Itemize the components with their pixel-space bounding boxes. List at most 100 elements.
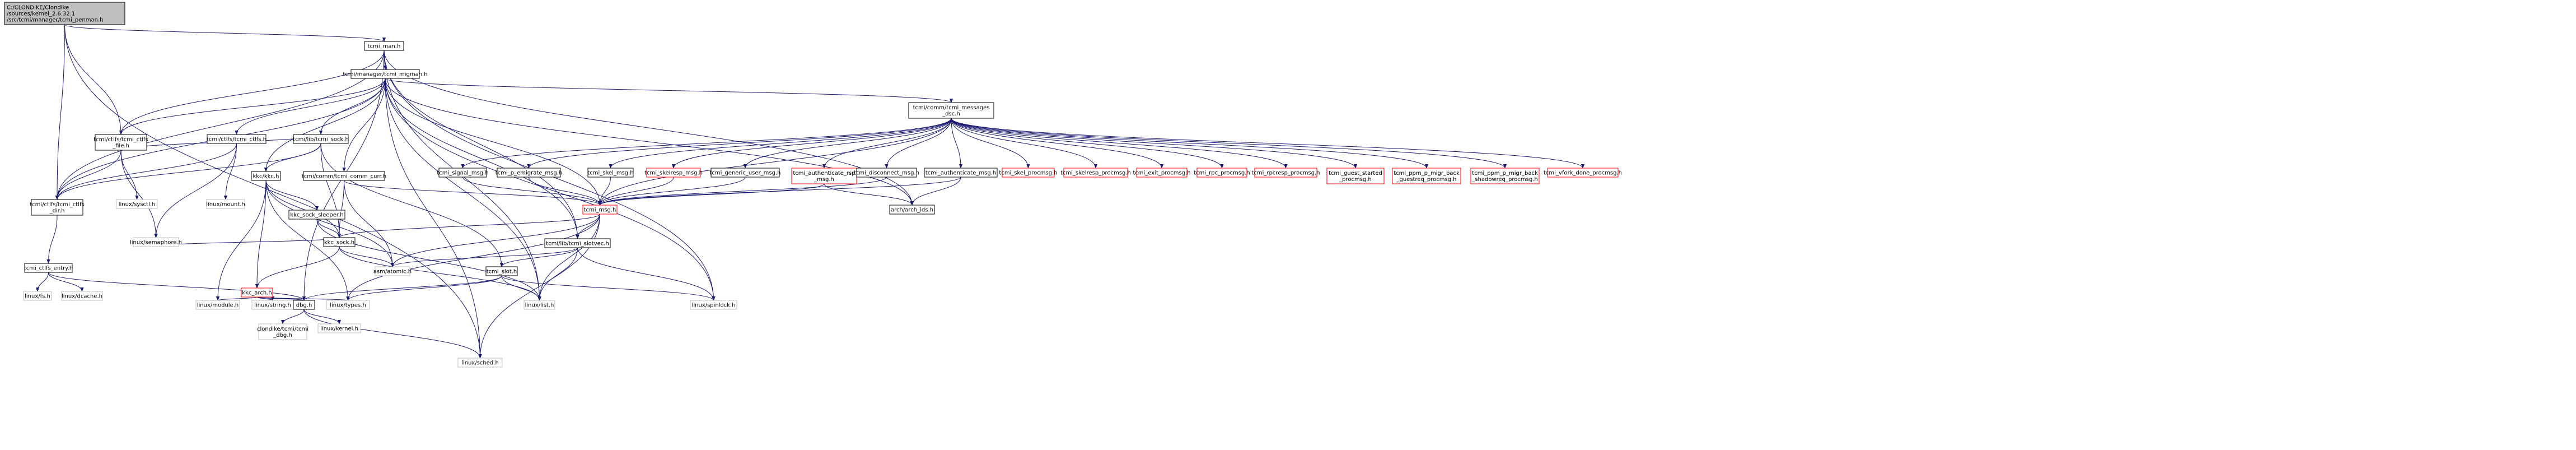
node-kernel[interactable]: linux/kernel.h [317, 323, 361, 333]
edge-slotvec-to-spinlock [577, 247, 716, 301]
node-ctlfs[interactable]: tcmi/ctlfs/tcmi_ctlfs.h [207, 134, 267, 144]
edge-migman-to-arch_ids [385, 78, 914, 206]
node-module[interactable]: linux/module.h [195, 300, 240, 310]
node-semaphore[interactable]: linux/semaphore.h [130, 237, 182, 247]
edge-ctlfs-to-semaphore [154, 143, 237, 238]
node-label-ctlfs_file: _file.h [112, 143, 129, 149]
node-box-types [326, 300, 370, 310]
node-guest_started[interactable]: tcmi_guest_started_procmsg.h [1326, 168, 1385, 184]
node-kkc[interactable]: kkc/kkc.h [251, 171, 281, 181]
node-box-disconnect [856, 168, 917, 178]
node-auth_rsp[interactable]: tcmi_authenticate_rsp_msg.h [791, 168, 857, 184]
node-label-sched: linux/sched.h [461, 360, 499, 367]
edge-tcmi_msg-to-list [537, 214, 600, 301]
node-label-tcmi_msg: tcmi_msg.h [584, 207, 616, 214]
node-label-ppm_guest: tcmi_ppm_p_migr_back [1394, 170, 1460, 177]
node-tcmi_sock[interactable]: tcmi/lib/tcmi_sock.h [293, 134, 349, 144]
node-tcmi_slot[interactable]: tcmi_slot.h [485, 266, 518, 276]
node-auth_msg[interactable]: tcmi_authenticate_msg.h [924, 168, 998, 178]
node-box-ctlfs_file [95, 134, 147, 151]
node-box-rpcresp_proc [1254, 168, 1317, 178]
node-box-module [195, 300, 240, 310]
node-box-skelresp_proc [1063, 168, 1128, 178]
node-kkc_sleeper[interactable]: kkc_sock_sleeper.h [288, 210, 345, 220]
node-label-module: linux/module.h [197, 303, 239, 309]
edge-slotvec-to-atomic [390, 247, 578, 267]
node-rpcresp_proc[interactable]: tcmi_rpcresp_procmsg.h [1251, 168, 1320, 178]
node-label-root: /sources/kernel_2.6.32.1 [7, 11, 75, 17]
edge-slotvec-to-tcmi_slot [499, 247, 578, 267]
edge-tcmi_msg-to-types [346, 214, 600, 301]
node-slotvec[interactable]: tcmi/lib/tcmi_slotvec.h [544, 238, 611, 248]
node-skel_proc[interactable]: tcmi_skel_procmsg.h [999, 168, 1058, 178]
node-vfork_done[interactable]: tcmi_vfork_done_procmsg.h [1544, 168, 1622, 178]
node-tcmi_man[interactable]: tcmi_man.h [364, 41, 404, 51]
node-box-generic_user [710, 168, 780, 178]
node-ppm_shadow[interactable]: tcmi_ppm_p_migr_back_shadowreq_procmsg.h [1470, 168, 1540, 184]
node-box-tcmi_sock [293, 134, 349, 144]
edge-messages-to-auth_rsp [822, 118, 952, 169]
node-skelresp_msg[interactable]: tcmi_skelresp_msg.h [644, 168, 703, 178]
edge-tcmi_slot-to-list [501, 275, 541, 301]
node-types[interactable]: linux/types.h [326, 300, 370, 310]
edge-kkc_sock-to-kkc_arch [255, 246, 340, 289]
node-mount[interactable]: linux/mount.h [206, 199, 245, 209]
edge-migman-to-sched [385, 78, 482, 359]
node-box-root [4, 2, 125, 25]
node-ctlfs_file[interactable]: tcmi/ctlfs/tcmi_ctlfs_file.h [93, 134, 148, 151]
node-exit_proc[interactable]: tcmi_exit_procmsg.h [1133, 168, 1191, 178]
node-label-kkc_arch: kkc_arch.h [242, 290, 272, 296]
node-root[interactable]: C:/CLONDIKE/Clondike/sources/kernel_2.6.… [4, 2, 125, 25]
node-dbg[interactable]: dbg.h [293, 300, 315, 310]
node-box-clondike_dbg [258, 323, 307, 340]
node-p_emigrate[interactable]: tcmi_p_emigrate_msg.h [495, 168, 562, 178]
node-box-tcmi_msg [582, 205, 618, 215]
node-box-semaphore [133, 237, 179, 247]
edge-messages-to-skelresp_msg [671, 118, 952, 169]
edge-kkc_sock-to-list [339, 246, 541, 301]
node-fs[interactable]: linux/fs.h [23, 291, 52, 301]
node-tcmi_msg[interactable]: tcmi_msg.h [582, 205, 618, 215]
node-box-ppm_shadow [1470, 168, 1540, 184]
edge-messages-to-skel_msg [609, 118, 952, 169]
node-sched[interactable]: linux/sched.h [457, 358, 503, 368]
node-label-auth_msg: tcmi_authenticate_msg.h [925, 170, 996, 177]
node-kkc_arch[interactable]: kkc_arch.h [241, 287, 273, 298]
node-disconnect[interactable]: tcmi_disconnect_msg.h [854, 168, 919, 178]
node-generic_user[interactable]: tcmi_generic_user_msg.h [710, 168, 781, 178]
node-kkc_sock[interactable]: kkc_sock.h [323, 237, 356, 247]
node-migman[interactable]: tcmi/manager/tcmi_migman.h [343, 69, 428, 79]
node-box-mount [206, 199, 245, 209]
node-skel_msg[interactable]: tcmi_skel_msg.h [587, 168, 634, 178]
node-box-signal_msg [438, 168, 487, 178]
node-rpc_proc[interactable]: tcmi_rpc_procmsg.h [1194, 168, 1250, 178]
node-arch_ids[interactable]: arch/arch_ids.h [889, 205, 935, 215]
node-clondike_dbg[interactable]: clondike/tcmi/tcmi_dbg.h [257, 323, 308, 340]
node-sysctl[interactable]: linux/sysctl.h [116, 199, 158, 209]
node-box-skel_proc [1002, 168, 1055, 178]
node-atomic[interactable]: asm/atomic.h [373, 266, 412, 276]
node-skelresp_proc[interactable]: tcmi_skelresp_procmsg.h [1060, 168, 1131, 178]
edge-migman-to-ctlfs [235, 78, 386, 135]
node-string[interactable]: linux/string.h [251, 300, 294, 310]
node-spinlock[interactable]: linux/spinlock.h [690, 300, 737, 310]
node-comm_cur[interactable]: tcmi/comm/tcmi_comm_curr.h [302, 171, 386, 181]
node-list[interactable]: linux/list.h [523, 300, 555, 310]
node-messages[interactable]: tcmi/comm/tcmi_messages_dsc.h [908, 102, 994, 119]
edge-disconnect-to-tcmi_msg [598, 177, 887, 206]
node-ctlfs_entry[interactable]: tcmi_ctlfs_entry.h [24, 263, 73, 273]
node-label-sysctl: linux/sysctl.h [119, 202, 156, 208]
node-label-disconnect: tcmi_disconnect_msg.h [854, 170, 919, 177]
node-dcache[interactable]: linux/dcache.h [61, 291, 103, 301]
edge-ctlfs_entry-to-fs [35, 272, 49, 292]
edge-messages-to-ppm_shadow [951, 118, 1507, 169]
node-signal_msg[interactable]: tcmi_signal_msg.h [437, 168, 489, 178]
edge-tcmi_sock-to-ctlfs_dir [55, 143, 321, 200]
node-label-root: C:/CLONDIKE/Clondike [7, 5, 69, 11]
node-ctlfs_dir[interactable]: tcmi/ctlfs/tcmi_ctlfs_dir.h [30, 199, 85, 216]
edge-kkc-to-kkc_sock [265, 180, 342, 238]
edge-migman-to-tcmi_msg [385, 78, 602, 206]
edge-migman-to-messages [385, 78, 953, 103]
edge-ctlfs_entry-to-dbg [48, 272, 306, 301]
node-ppm_guest[interactable]: tcmi_ppm_p_migr_back_guestreq_procmsg.h [1392, 168, 1461, 184]
